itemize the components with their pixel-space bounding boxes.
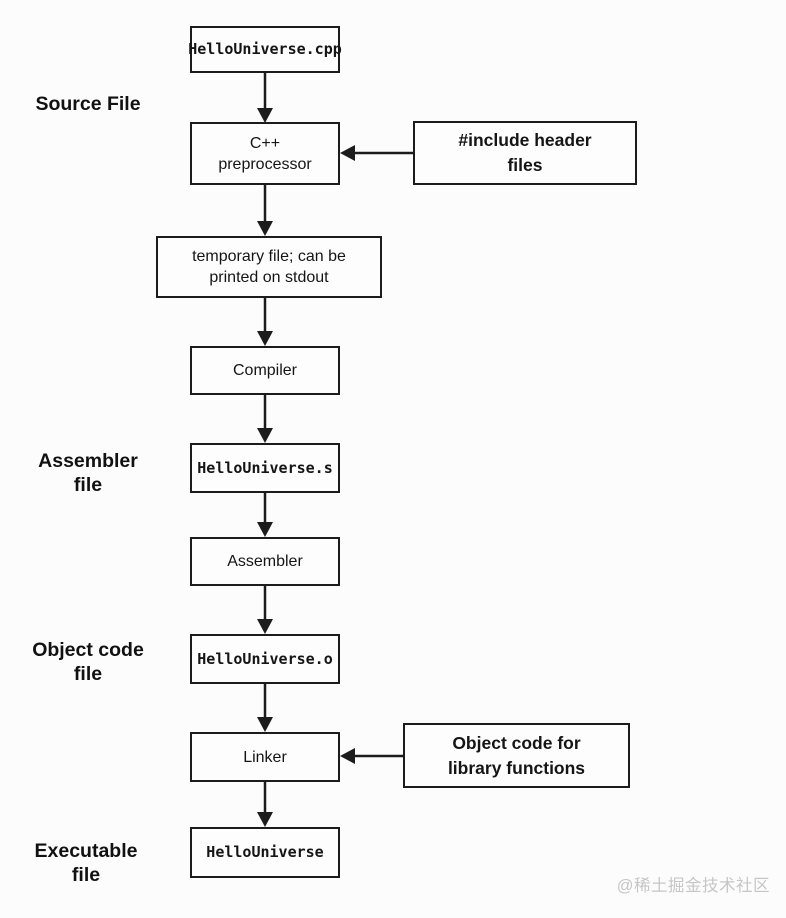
stage-label-assembler-file: Assembler file — [38, 450, 138, 496]
arrow-source-to-preprocessor — [257, 73, 273, 123]
arrow-linker-to-executable — [257, 782, 273, 827]
node-include-headers: #include header files — [413, 121, 637, 185]
node-assembler: Assembler — [190, 537, 340, 586]
arrow-compiler-to-assemblyfile — [257, 395, 273, 443]
stage-label-executable-file: Executable file — [34, 840, 138, 886]
arrow-preprocessor-to-tempfile — [257, 185, 273, 236]
stage-label-source-file: Source File — [35, 93, 141, 115]
node-assembly-file: HelloUniverse.s — [190, 443, 340, 493]
arrow-headers-to-preprocessor — [340, 145, 413, 161]
arrow-objectfile-to-linker — [257, 684, 273, 732]
watermark: @稀土掘金技术社区 — [616, 877, 770, 895]
arrow-assembler-to-objectfile — [257, 586, 273, 634]
node-object-file: HelloUniverse.o — [190, 634, 340, 684]
stage-label-object-code-file: Object code file — [32, 639, 144, 685]
node-temp-file: temporary file; can be printed on stdout — [156, 236, 382, 298]
node-preprocessor: C++ preprocessor — [190, 122, 340, 185]
node-library-object-code: Object code for library functions — [403, 723, 630, 788]
node-source-file: HelloUniverse.cpp — [188, 26, 342, 73]
arrow-libraries-to-linker — [340, 748, 403, 764]
arrow-tempfile-to-compiler — [257, 298, 273, 346]
arrow-assemblyfile-to-assembler — [257, 493, 273, 537]
node-compiler: Compiler — [190, 346, 340, 395]
node-executable: HelloUniverse — [190, 827, 340, 878]
node-linker: Linker — [190, 732, 340, 782]
